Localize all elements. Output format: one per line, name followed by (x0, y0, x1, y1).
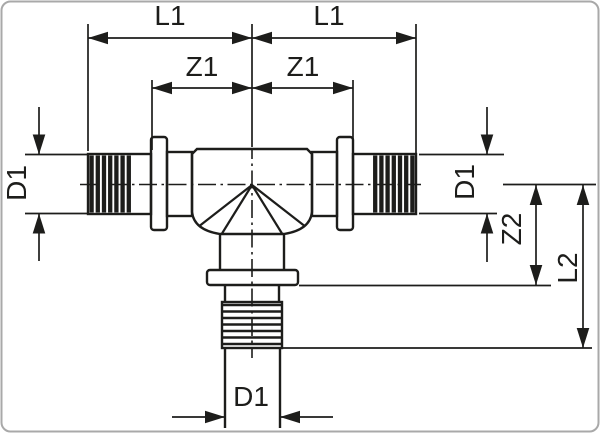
label-d1-right: D1 (449, 164, 480, 200)
dimension-labels: L1 L1 Z1 Z1 D1 D1 Z2 L2 D1 (1, 0, 583, 412)
label-l1-right: L1 (313, 0, 344, 31)
centerlines (80, 150, 421, 358)
label-d1-bottom: D1 (233, 381, 269, 412)
fitting (86, 135, 418, 428)
cone-fan (199, 184, 305, 235)
label-d1-left: D1 (1, 165, 32, 201)
label-z1-right: Z1 (287, 51, 320, 82)
label-l2: L2 (552, 252, 583, 283)
body (190, 147, 314, 236)
label-l1-left: L1 (154, 0, 185, 31)
label-z2: Z2 (496, 213, 527, 246)
label-z1-left: Z1 (186, 51, 219, 82)
